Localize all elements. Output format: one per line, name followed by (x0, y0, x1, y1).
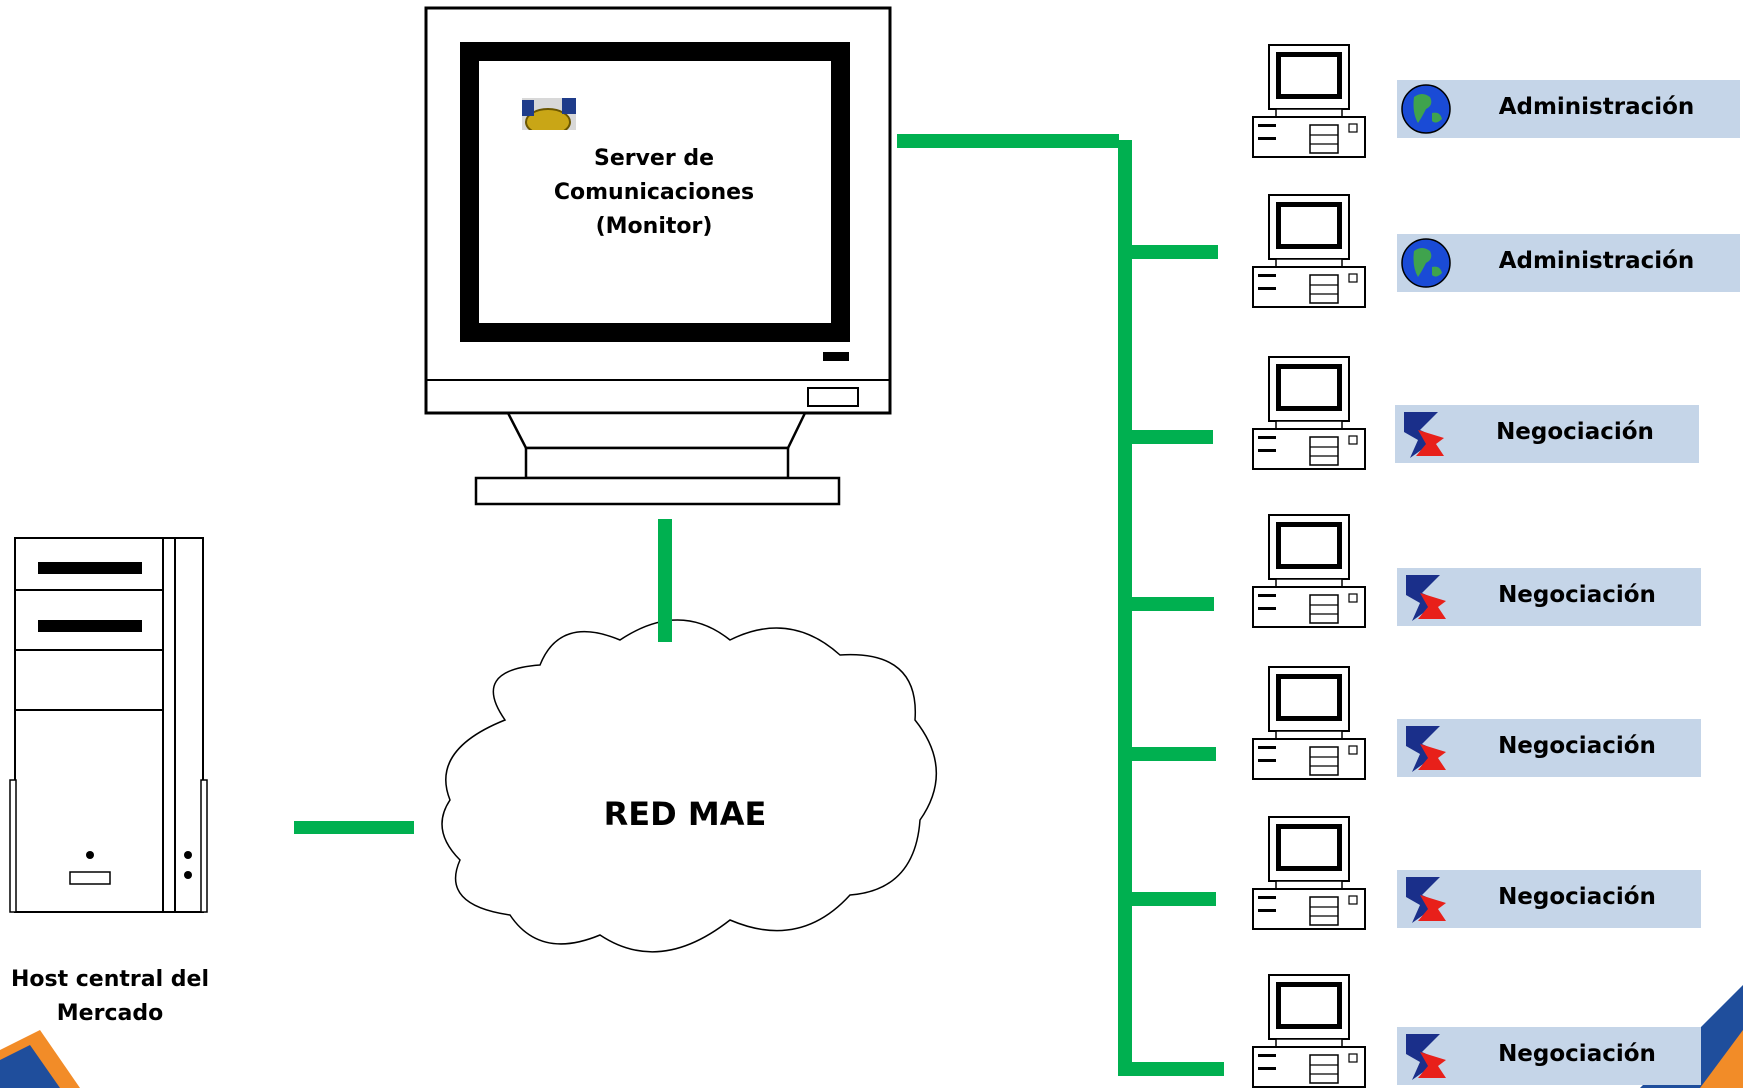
workstation-label-box (1397, 80, 1740, 138)
corner-decoration-left (0, 1030, 80, 1088)
host-label: Host central del Mercado (0, 963, 220, 1031)
host-label-line-1: Host central del (10, 967, 210, 992)
workstation-pc-icon (1252, 666, 1366, 780)
globe-icon (1401, 84, 1451, 134)
negotiation-icon (1402, 875, 1450, 923)
host-label-line-2: Mercado (56, 1001, 164, 1026)
server-label-box (500, 130, 808, 256)
negotiation-icon (1402, 1032, 1450, 1080)
workstation-label: Negociación (1496, 419, 1654, 445)
workstation-pc-icon (1252, 44, 1366, 158)
workstation-label: Negociación (1498, 582, 1656, 608)
negotiation-icon (1402, 724, 1450, 772)
workstation-label: Administración (1498, 248, 1695, 274)
server-label-line-3: (Monitor) (595, 214, 713, 239)
workstation-label: Negociación (1498, 733, 1656, 759)
workstation-pc-icon (1252, 194, 1366, 308)
workstation-pc-icon (1252, 514, 1366, 628)
server-label-line-1: Server de (593, 146, 715, 171)
network-label: RED MAE (603, 795, 767, 833)
workstations (1252, 44, 1366, 1088)
workstation-pc-icon (1252, 356, 1366, 470)
workstation-label-box (1397, 234, 1740, 292)
workstation-label: Administración (1498, 94, 1695, 120)
server-label: Server de Comunicaciones (Monitor) (500, 142, 808, 244)
server-label-line-2: Comunicaciones (553, 180, 755, 205)
workstation-pc-icon (1252, 974, 1366, 1088)
connector-lines (294, 134, 1224, 1076)
globe-icon (1401, 238, 1451, 288)
negotiation-icon (1400, 410, 1448, 458)
workstation-label: Negociación (1498, 1041, 1656, 1067)
workstation-label: Negociación (1498, 884, 1656, 910)
cloud-shape (441, 619, 938, 953)
host-server-icon (9, 537, 208, 913)
negotiation-icon (1402, 573, 1450, 621)
workstation-pc-icon (1252, 816, 1366, 930)
